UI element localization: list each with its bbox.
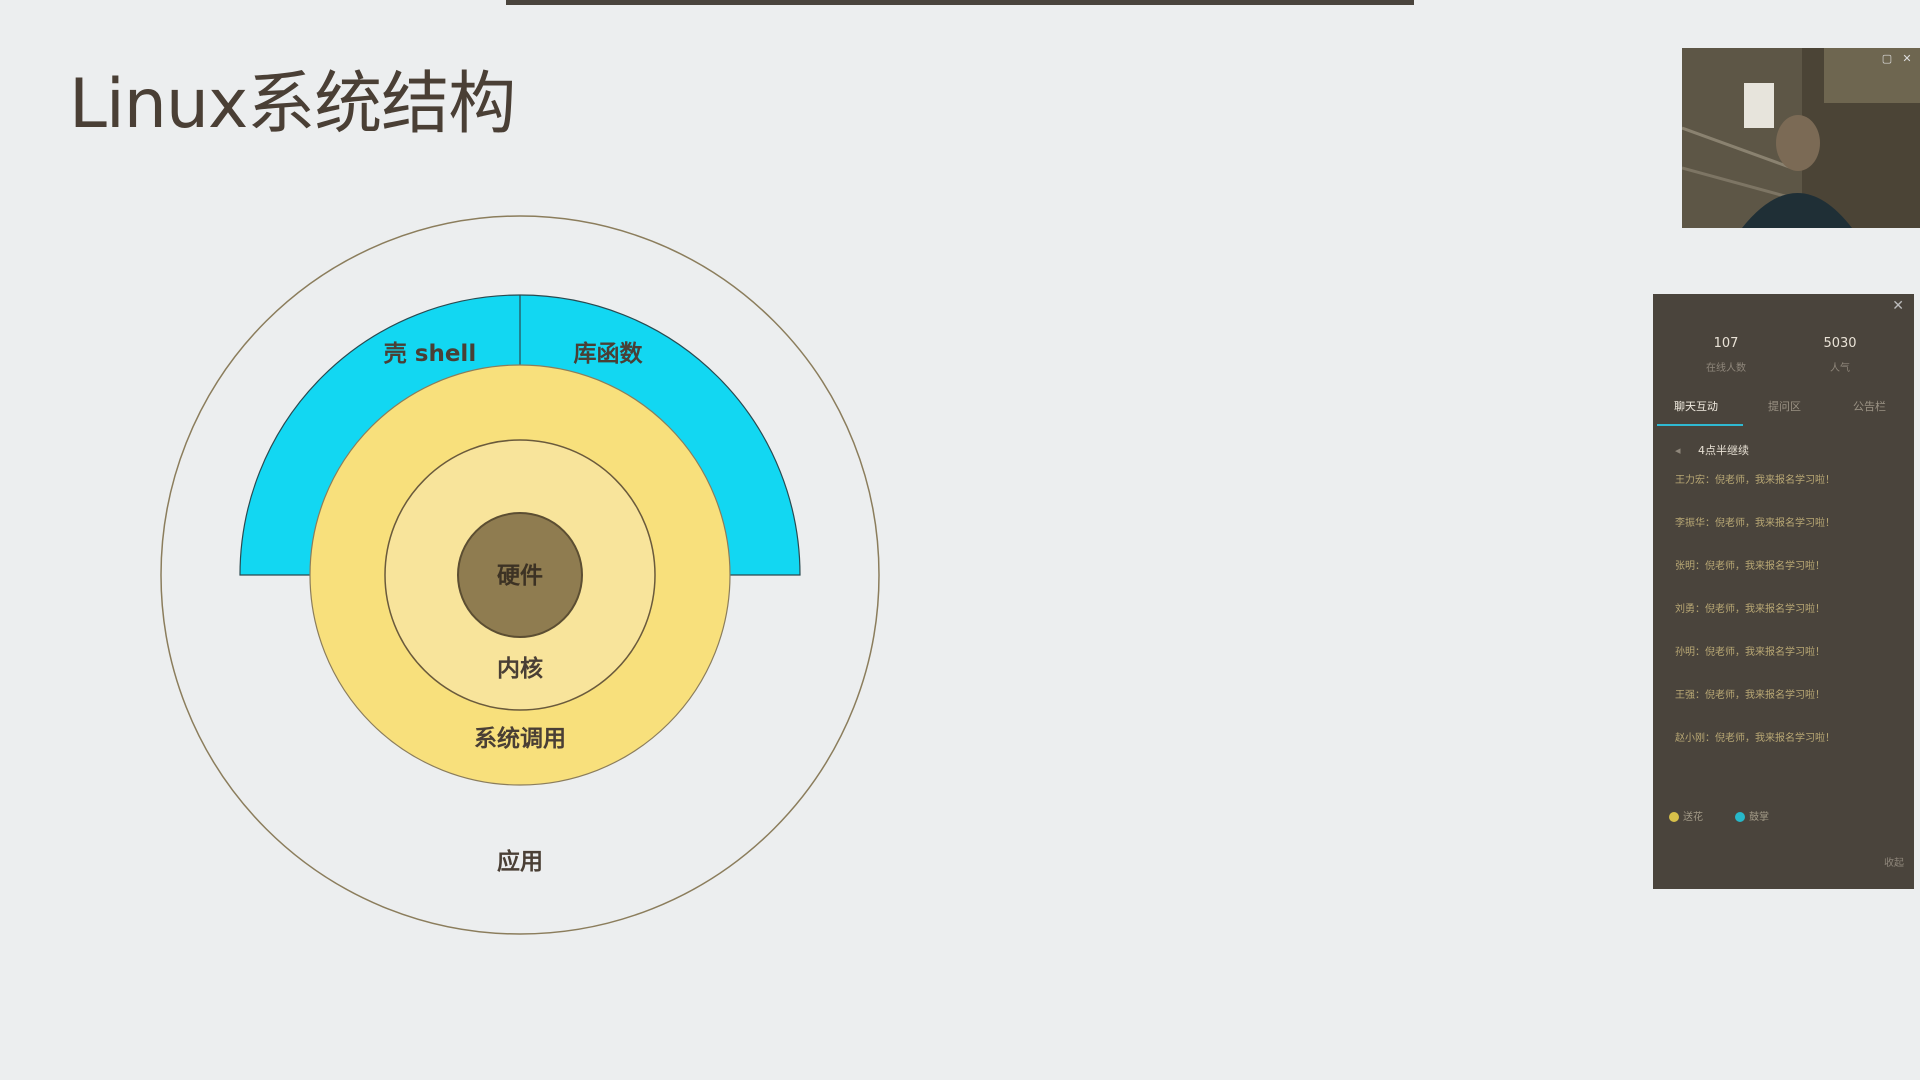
chat-tabs: 聊天互动 提问区 公告栏	[1653, 398, 1914, 422]
flower-label: 送花	[1683, 812, 1703, 823]
stat-label: 人气	[1830, 363, 1850, 374]
active-tab-indicator	[1657, 424, 1743, 426]
chat-notice: ◂ 4点半继续	[1675, 442, 1749, 458]
webcam-feed[interactable]: ▢ ✕	[1682, 48, 1920, 228]
maximize-icon[interactable]: ▢	[1881, 52, 1893, 65]
chat-message: 王力宏：倪老师，我来报名学习啦！	[1675, 475, 1835, 486]
slide-title: Linux系统结构	[69, 65, 516, 144]
chat-message: 刘勇：倪老师，我来报名学习啦！	[1675, 604, 1825, 615]
stat-popularity: 5030 人气	[1795, 336, 1885, 374]
close-icon[interactable]: ✕	[1892, 298, 1904, 314]
notice-text: 4点半继续	[1698, 444, 1750, 457]
applause-icon	[1735, 812, 1745, 822]
chat-message: 张明：倪老师，我来报名学习啦！	[1675, 561, 1825, 572]
app-label: 应用	[497, 848, 543, 875]
stat-value: 107	[1713, 336, 1739, 351]
shell-label: 壳 shell	[383, 340, 476, 367]
stat-label: 在线人数	[1706, 363, 1746, 374]
applause-label: 鼓掌	[1749, 812, 1769, 823]
tab-chat[interactable]: 聊天互动	[1674, 400, 1718, 413]
applause-button[interactable]: 鼓掌	[1735, 808, 1769, 823]
chat-message: 孙明：倪老师，我来报名学习啦！	[1675, 647, 1825, 658]
chat-panel: ✕ 107 在线人数 5030 人气 聊天互动 提问区 公告栏 ◂ 4点半继续 …	[1653, 294, 1914, 889]
library-label: 库函数	[574, 341, 644, 367]
chat-message: 赵小刚：倪老师，我来报名学习啦！	[1675, 733, 1835, 744]
tab-questions[interactable]: 提问区	[1768, 400, 1801, 413]
linux-structure-diagram: 壳 shell 库函数 硬件 内核 系统调用 应用	[150, 205, 890, 945]
hardware-core	[457, 512, 583, 638]
chat-message: 王强：倪老师，我来报名学习啦！	[1675, 690, 1825, 701]
flower-button[interactable]: 送花	[1669, 808, 1703, 823]
flower-icon	[1669, 812, 1679, 822]
stat-value: 5030	[1823, 336, 1857, 351]
collapse-button[interactable]: 收起	[1884, 858, 1904, 869]
kernel-label: 内核	[497, 655, 543, 682]
close-icon[interactable]: ✕	[1902, 52, 1912, 65]
megaphone-icon: ◂	[1675, 444, 1681, 457]
stat-online: 107 在线人数	[1681, 336, 1771, 374]
syscall-label: 系统调用	[474, 725, 566, 752]
top-progress-bar	[506, 0, 1414, 5]
hardware-label: 硬件	[497, 563, 543, 589]
tab-announcements[interactable]: 公告栏	[1853, 400, 1886, 413]
chat-message: 李振华：倪老师，我来报名学习啦！	[1675, 518, 1835, 529]
